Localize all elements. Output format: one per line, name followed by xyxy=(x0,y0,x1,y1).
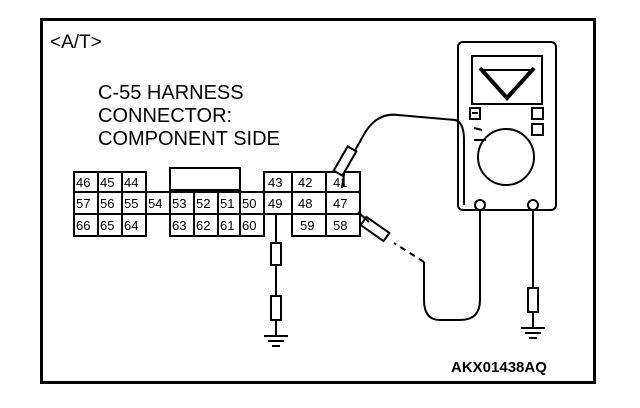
pin-66: 66 xyxy=(76,218,90,233)
pin-46: 46 xyxy=(76,175,90,190)
pin-62: 62 xyxy=(196,218,210,233)
meter-dial xyxy=(477,128,535,186)
pin-labels: 46 45 44 43 42 41 57 56 55 54 53 52 51 5… xyxy=(76,175,347,233)
pin-65: 65 xyxy=(100,218,114,233)
header-tag: <A/T> xyxy=(50,32,102,53)
c55-connector xyxy=(73,167,361,237)
pin-50: 50 xyxy=(242,196,256,211)
connector-title-line-1: C-55 HARNESS xyxy=(98,82,244,104)
pin-41: 41 xyxy=(333,175,347,190)
pin-59: 59 xyxy=(300,218,314,233)
pin-64: 64 xyxy=(124,218,138,233)
lead-to-pin-41 xyxy=(341,113,465,205)
meter-display xyxy=(471,55,543,105)
pin-58: 58 xyxy=(333,218,347,233)
pin-48: 48 xyxy=(298,196,312,211)
probe-socket-right xyxy=(527,199,539,211)
pin-63: 63 xyxy=(172,218,186,233)
pin-43: 43 xyxy=(268,175,282,190)
test-leads xyxy=(264,113,545,347)
pin-61: 61 xyxy=(220,218,234,233)
pin-52: 52 xyxy=(196,196,210,211)
pin-60: 60 xyxy=(242,218,256,233)
probe-socket-left xyxy=(474,199,486,211)
voltage-symbol-icon xyxy=(478,66,536,101)
pin-53: 53 xyxy=(172,196,186,211)
pin-42: 42 xyxy=(298,175,312,190)
pin-55: 55 xyxy=(124,196,138,211)
pin-56: 56 xyxy=(100,196,114,211)
pin-49: 49 xyxy=(268,196,282,211)
pin-47: 47 xyxy=(333,196,347,211)
pin-57: 57 xyxy=(76,196,90,211)
pin-51: 51 xyxy=(220,196,234,211)
connector-title-line-3: COMPONENT SIDE xyxy=(98,128,280,150)
pin-44: 44 xyxy=(124,175,138,190)
pin-45: 45 xyxy=(100,175,114,190)
connector-title-line-2: CONNECTOR: xyxy=(98,105,232,127)
multimeter xyxy=(457,41,557,211)
figure-code: AKX01438AQ xyxy=(451,359,547,376)
pin-54: 54 xyxy=(148,196,162,211)
diagram-frame xyxy=(40,18,596,384)
lead-loop xyxy=(423,210,481,321)
